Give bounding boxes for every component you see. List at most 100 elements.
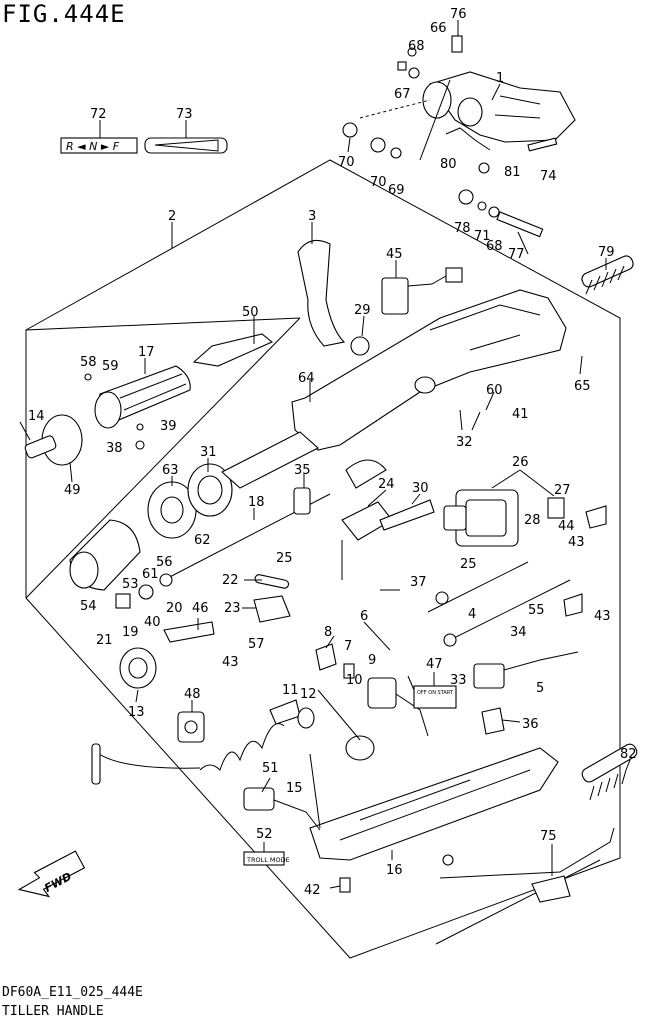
throttle-knob bbox=[69, 519, 173, 609]
callout-36: 36 bbox=[522, 717, 539, 732]
callout-53: 53 bbox=[122, 577, 139, 592]
callout-32: 32 bbox=[456, 435, 473, 450]
callout-51: 51 bbox=[262, 761, 279, 776]
troll-mode-label: TROLL MODE bbox=[243, 851, 290, 866]
callout-4: 4 bbox=[468, 607, 476, 622]
throttle-decal bbox=[144, 137, 228, 154]
callout-15: 15 bbox=[286, 781, 303, 796]
assembly-boundary bbox=[25, 159, 621, 959]
callout-8: 8 bbox=[324, 625, 332, 640]
callout-72: 72 bbox=[90, 107, 107, 122]
callout-28: 28 bbox=[524, 513, 541, 528]
callout-70a: 70 bbox=[338, 155, 355, 170]
callout-42: 42 bbox=[304, 883, 321, 898]
callout-40: 40 bbox=[144, 615, 161, 630]
callout-48: 48 bbox=[184, 687, 201, 702]
shift-lever bbox=[297, 239, 370, 356]
troll-mode-text: TROLL MODE bbox=[246, 856, 290, 864]
callout-29: 29 bbox=[354, 303, 371, 318]
callout-27: 27 bbox=[554, 483, 571, 498]
callout-24: 24 bbox=[378, 477, 395, 492]
key-switch-parts bbox=[315, 643, 579, 737]
callout-65: 65 bbox=[574, 379, 591, 394]
callout-71: 71 bbox=[474, 229, 491, 244]
callout-67: 67 bbox=[394, 87, 411, 102]
leader-lines bbox=[19, 20, 631, 889]
callout-12: 12 bbox=[300, 687, 317, 702]
callout-23: 23 bbox=[224, 601, 241, 616]
lanyard-cord bbox=[91, 699, 315, 785]
tiller-bracket bbox=[422, 71, 576, 143]
callout-77: 77 bbox=[508, 247, 525, 262]
callout-61: 61 bbox=[142, 567, 159, 582]
callout-39: 39 bbox=[160, 419, 177, 434]
callout-78: 78 bbox=[454, 221, 471, 236]
callout-47: 47 bbox=[426, 657, 443, 672]
connector-45 bbox=[381, 267, 463, 315]
callout-80: 80 bbox=[440, 157, 457, 172]
stop-switch-13 bbox=[119, 647, 157, 689]
callout-3: 3 bbox=[308, 209, 316, 224]
diagram-code: DF60A_E11_025_444E bbox=[2, 985, 143, 1000]
callout-43b: 43 bbox=[594, 609, 611, 624]
callout-5: 5 bbox=[536, 681, 544, 696]
callout-63: 63 bbox=[162, 463, 179, 478]
callout-46: 46 bbox=[192, 601, 209, 616]
lower-cover bbox=[309, 689, 559, 861]
callout-25b: 25 bbox=[460, 557, 477, 572]
throttle-gears bbox=[147, 431, 331, 583]
assembly-boundary-diagonal bbox=[25, 317, 301, 599]
callout-numbers: 1 2 3 4 5 6 7 8 9 10 11 12 13 14 15 16 1… bbox=[28, 7, 637, 898]
callout-6: 6 bbox=[360, 609, 368, 624]
shift-decal-text: R ◄ N ► F bbox=[66, 140, 120, 153]
brackets-44-55 bbox=[563, 505, 607, 617]
callout-75: 75 bbox=[540, 829, 557, 844]
switch-assembly-26 bbox=[443, 489, 565, 547]
fwd-arrow-icon: FWD bbox=[17, 850, 86, 898]
plate-36 bbox=[481, 707, 505, 735]
links-22-23 bbox=[163, 574, 291, 643]
diagram-name: TILLER HANDLE bbox=[2, 1004, 104, 1019]
callout-52: 52 bbox=[256, 827, 273, 842]
throttle-grip bbox=[24, 365, 191, 466]
callout-38: 38 bbox=[106, 441, 123, 456]
callout-21: 21 bbox=[96, 633, 113, 648]
callout-22: 22 bbox=[222, 573, 239, 588]
callout-31: 31 bbox=[200, 445, 217, 460]
callout-43a: 43 bbox=[222, 655, 239, 670]
callout-33: 33 bbox=[450, 673, 467, 688]
bracket-hardware bbox=[342, 35, 558, 238]
troll-switch bbox=[243, 787, 321, 831]
callout-41: 41 bbox=[512, 407, 529, 422]
shift-decal: R ◄ N ► F bbox=[60, 137, 138, 154]
tiller-handle-body bbox=[291, 289, 567, 451]
callout-55: 55 bbox=[528, 603, 545, 618]
callout-57: 57 bbox=[248, 637, 265, 652]
callout-66: 66 bbox=[430, 21, 447, 36]
callout-82: 82 bbox=[620, 747, 637, 762]
callout-74: 74 bbox=[540, 169, 557, 184]
callout-81: 81 bbox=[504, 165, 521, 180]
cables bbox=[427, 561, 571, 647]
callout-7: 7 bbox=[344, 639, 352, 654]
callout-43c: 43 bbox=[568, 535, 585, 550]
callout-70b: 70 bbox=[370, 175, 387, 190]
callout-60: 60 bbox=[486, 383, 503, 398]
callout-73: 73 bbox=[176, 107, 193, 122]
callout-30: 30 bbox=[412, 481, 429, 496]
callout-79: 79 bbox=[598, 245, 615, 260]
callout-1: 1 bbox=[496, 71, 504, 86]
spring-82 bbox=[581, 743, 638, 801]
callout-37: 37 bbox=[410, 575, 427, 590]
callout-17: 17 bbox=[138, 345, 155, 360]
callout-10: 10 bbox=[346, 673, 363, 688]
callout-64: 64 bbox=[298, 371, 315, 386]
callout-54: 54 bbox=[80, 599, 97, 614]
callout-59: 59 bbox=[102, 359, 119, 374]
plate-50 bbox=[192, 333, 274, 367]
steering-rod-75 bbox=[435, 827, 615, 945]
callout-76: 76 bbox=[450, 7, 467, 22]
throttle-collar bbox=[293, 459, 435, 580]
tiller-spring bbox=[581, 255, 634, 295]
